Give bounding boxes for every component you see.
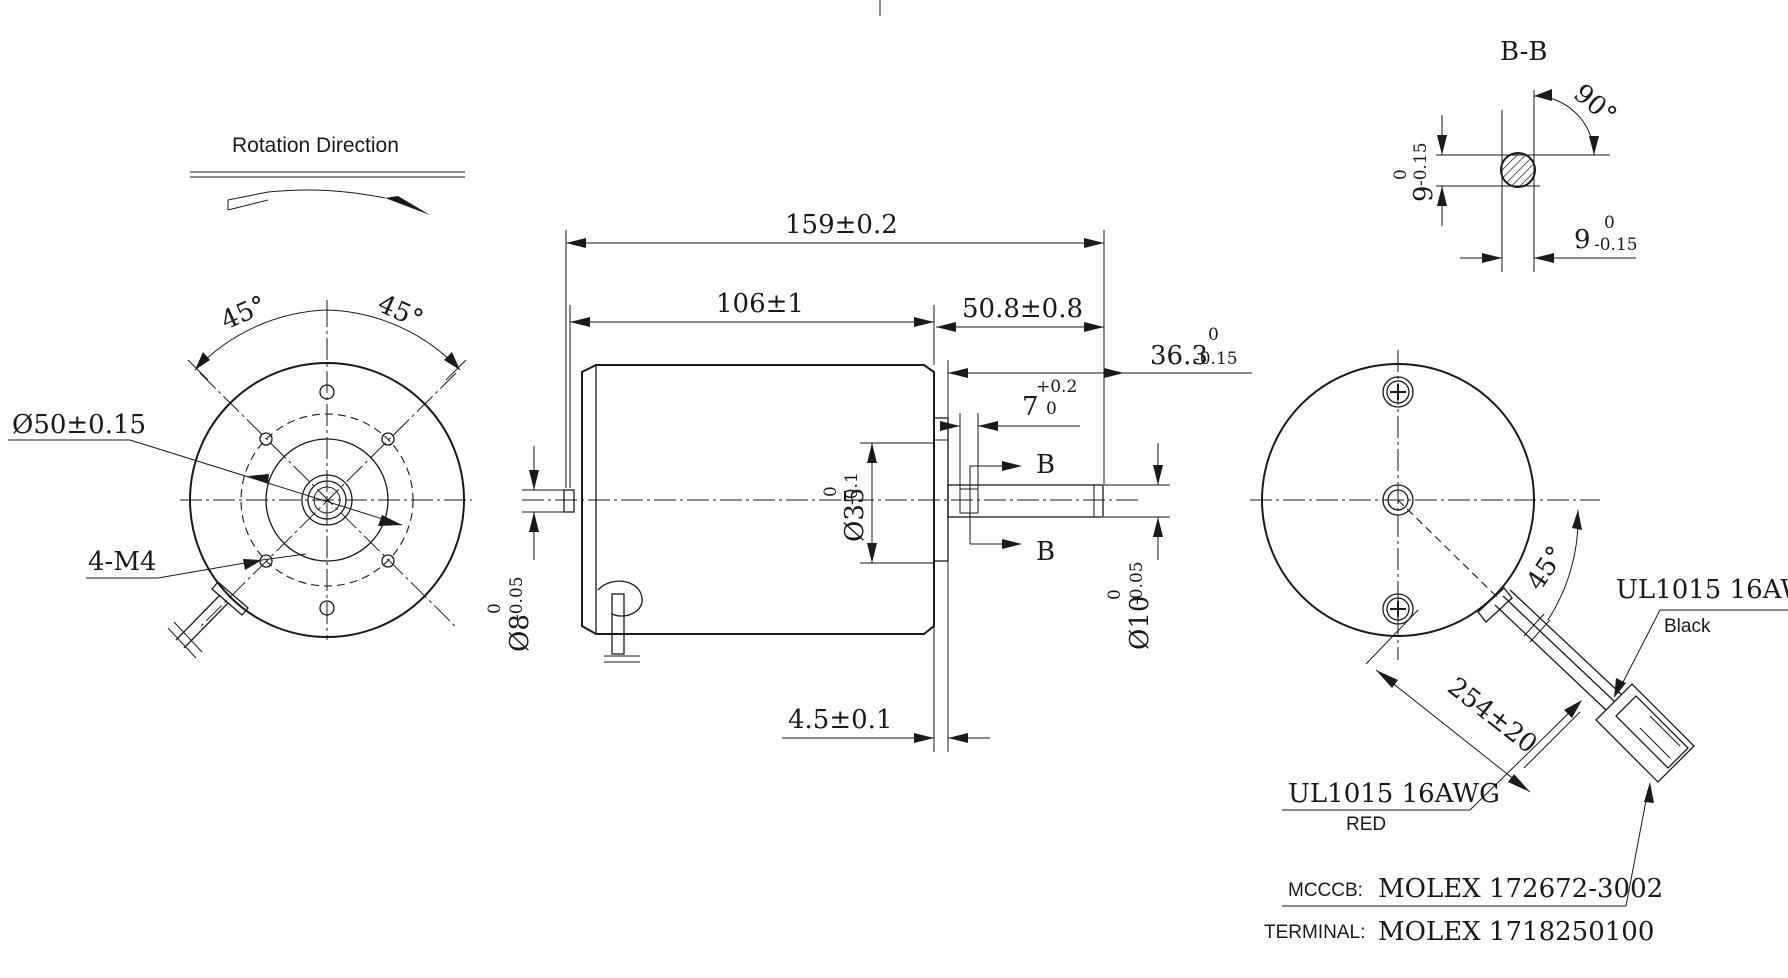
section-flat-v-tol-top: 0 [1391,169,1411,180]
mount-hole-ne [381,432,395,446]
rear-shaft-tol-top: 0 [485,603,505,614]
key-offset-tol-bottom: 0 [1046,399,1057,419]
rotation-direction-label: Rotation Direction [232,134,399,157]
pilot-diameter-text: Ø35 [840,488,870,542]
front-hole-bottom [319,600,335,616]
motor-shaft [947,484,1104,518]
rear-shaft-tol-bottom: -0.05 [507,576,527,620]
section-mark-bottom: B [1036,537,1055,567]
rotation-arrow-icon [227,189,386,201]
section-mark-top: B [1036,450,1055,480]
pilot-diameter-tol-top: 0 [821,486,841,497]
key-offset-text: 7 [1022,392,1039,422]
rotation-direction-symbol: Rotation Direction [190,134,465,215]
overall-length-text: 159±0.2 [785,210,898,240]
rear-screw-bottom [1382,593,1414,625]
section-flat-v-text: 9 [1409,185,1439,202]
shaft-flat-length-tol-top: 0 [1208,325,1219,345]
flange-thickness-text: 4.5±0.1 [788,705,892,735]
section-flat-h-text: 9 [1574,225,1591,255]
connector-part-text: MOLEX 172672-3002 [1378,874,1663,904]
side-view: 159±0.2 106±1 50.8±0.8 36.3 0 -0.15 7 +0… [485,210,1252,752]
section-shaft [1500,152,1536,188]
shaft-diameter-tol-bottom: -0.05 [1127,561,1147,605]
rear-center [1382,484,1414,516]
molex-connector [1595,683,1695,783]
section-flat-h-tol-bottom: -0.15 [1594,235,1638,255]
section-flat-h-tol-top: 0 [1604,213,1615,233]
front-angle-left-text: 45° [217,290,271,336]
mount-hole-se [381,554,395,568]
front-diameter-text: Ø50±0.15 [12,410,146,440]
motor-flange [933,417,949,562]
front-outer-circle [189,362,465,638]
shaft-flat-length-tol-bottom: -0.15 [1194,349,1238,369]
mcccb-label: MCCCB: [1288,880,1363,901]
terminal-label: TERMINAL: [1264,922,1365,943]
lead-length-text: 254±20 [1442,672,1543,760]
wire-spec-black-text: UL1015 16AWG [1616,575,1788,605]
shaft-diameter-text: Ø10 [1125,596,1155,650]
rear-view: 45° 254±20 UL1015 16AWG Black UL1015 16A… [1250,350,1788,947]
shaft-diameter-tol-top: 0 [1105,589,1125,600]
section-title: B-B [1500,37,1547,67]
rear-shaft-diameter-text: Ø8 [505,614,535,652]
shaft-extension-text: 50.8±0.8 [962,294,1083,324]
black-wire-label: Black [1664,616,1711,637]
section-angle-text: 90° [1568,78,1623,131]
rear-angle-text: 45° [1521,541,1572,596]
section-flat-v-tol-bottom: -0.15 [1411,142,1431,186]
front-view: 45° 45° Ø50±0.15 4-M4 [8,289,472,659]
key-offset-tol-top: +0.2 [1036,377,1077,397]
terminal-part-text: MOLEX 1718250100 [1378,917,1654,947]
rear-outer-circle [1261,363,1535,637]
bolt-circle [240,413,414,587]
red-wire-label: RED [1346,814,1386,835]
wire-spec-red-text: UL1015 16AWG [1288,779,1500,809]
mounting-holes-text: 4-M4 [88,547,157,577]
front-hole-top [319,384,335,400]
section-bb: B-B 90° 9 0 -0.15 9 0 -0.15 [1391,37,1638,272]
shaft-flat-length-text: 36.3 [1150,341,1208,371]
front-angle-right-text: 45° [373,289,427,335]
rear-screw-top [1382,376,1414,408]
pilot-diameter-tol-bottom: -0.1 [842,472,862,505]
body-length-text: 106±1 [716,289,804,319]
mount-hole-nw [259,432,273,446]
